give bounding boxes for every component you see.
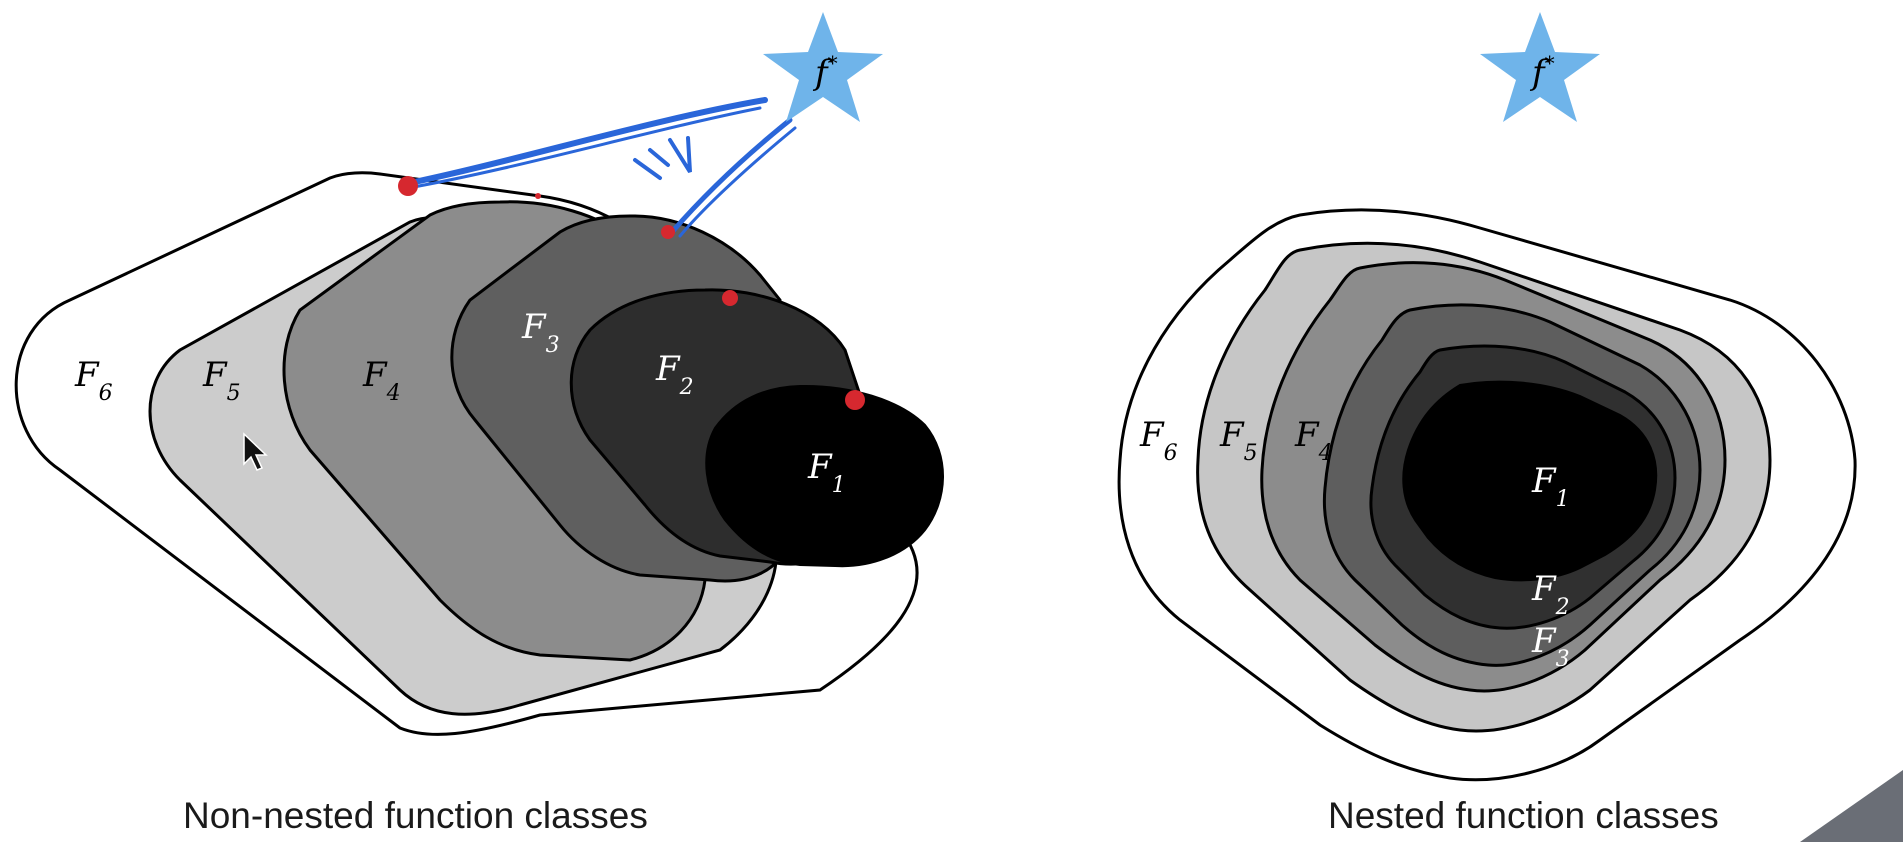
right-region-f1 [1402,380,1658,582]
target-star-left: f* [763,12,883,122]
class-label-f6: F6 [1139,415,1178,466]
caption-non-nested: Non-nested function classes [183,795,648,836]
corner-decoration [1800,770,1903,842]
annotation-line-top-2 [406,106,762,190]
class-label-f1: F1 [1531,461,1570,512]
class-label-f1: F1 [807,447,846,498]
annotation-dot-small [535,193,541,199]
class-label-f5: F5 [202,355,241,406]
class-label-f3: F3 [1531,621,1570,672]
class-label-f6: F6 [74,355,113,406]
class-label-f2: F2 [655,349,694,400]
annotation-ge-sign [633,136,692,180]
annotation-dot-f2 [722,290,738,306]
left-region-f1 [705,384,944,568]
annotation-dot-f3 [661,225,675,239]
caption-nested: Nested function classes [1328,795,1719,836]
annotation-line-mid [669,117,793,235]
mouse-cursor-icon [243,432,268,471]
annotation-dot-f1 [845,390,865,410]
class-label-f4: F4 [362,355,401,406]
annotation-line-top [402,97,768,187]
class-label-f4: F4 [1294,415,1333,466]
star-icon [763,12,883,122]
target-star-right: f* [1480,12,1600,122]
class-label-f5: F5 [1219,415,1258,466]
class-label-f2: F2 [1531,569,1570,620]
star-icon [1480,12,1600,122]
annotation-dot-f6 [398,176,418,196]
class-label-f3: F3 [521,307,560,358]
hand-annotations [398,97,865,410]
annotation-line-mid-2 [678,126,797,238]
